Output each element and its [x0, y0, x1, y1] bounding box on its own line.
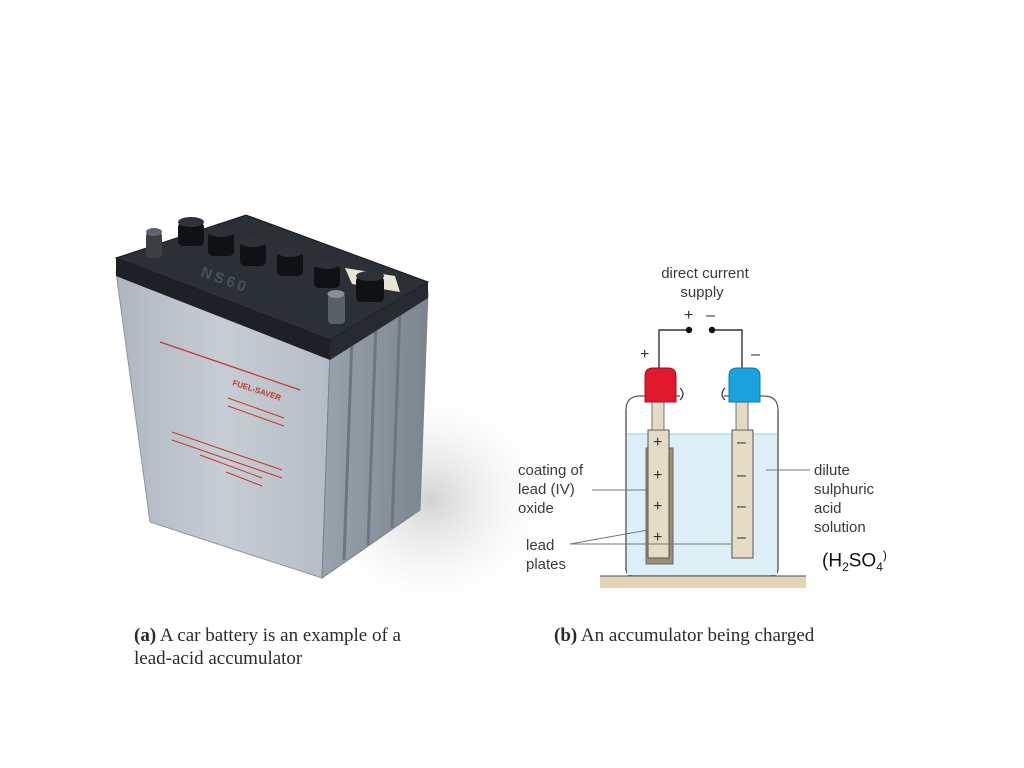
anode-plate-sign: + — [653, 498, 663, 515]
supply-label-line1: direct current — [661, 265, 749, 282]
caption-b-prefix: (b) — [554, 625, 578, 646]
cathode-cap — [728, 367, 761, 403]
acid-label-line3: acid — [814, 500, 842, 517]
supply-minus-sign: – — [706, 307, 715, 324]
circuit-wires — [658, 329, 743, 372]
cathode-plate-sign: – — [737, 498, 746, 515]
coating-label-line1: coating of — [518, 462, 584, 479]
anode-plate-sign: + — [653, 467, 663, 484]
caption-b: (b) An accumulator being charged — [554, 624, 854, 647]
battery-terminal-negative — [327, 290, 345, 324]
cathode-plate-sign: – — [737, 434, 746, 451]
anode-plate-sign: + — [653, 529, 663, 546]
battery-cell-caps — [178, 217, 384, 302]
caption-a-text: A car battery is an example of a lead-ac… — [134, 625, 401, 669]
coating-label-line3: oxide — [518, 500, 554, 517]
caption-a-prefix: (a) — [134, 625, 157, 646]
label-leaders — [569, 469, 810, 545]
cathode-plate-sign: – — [737, 467, 746, 484]
coating-label: coating of lead (IV) oxide — [518, 461, 583, 518]
acid-label-line4: solution — [814, 519, 866, 536]
coating-label-line2: lead (IV) — [518, 481, 575, 498]
acid-formula: (H2SO4) — [822, 548, 887, 575]
lead-plates-label-line2: plates — [526, 556, 567, 573]
lead-plates-label-line1: lead — [526, 537, 555, 554]
caption-a: (a) A car battery is an example of a lea… — [134, 624, 434, 670]
supply-label-line2: supply — [680, 284, 724, 301]
acid-label-line2: sulphuric — [814, 481, 875, 498]
cathode-plate-sign: – — [737, 529, 746, 546]
caption-b-text: An accumulator being charged — [577, 625, 815, 646]
anode-plate-sign: + — [653, 434, 663, 451]
supply-plus-sign: + — [684, 307, 694, 324]
lead-plates-label: lead plates — [526, 536, 566, 574]
supply-label: direct current supply — [655, 264, 755, 302]
anode-cap — [644, 367, 677, 403]
anode-sign: + — [640, 346, 650, 363]
acid-label-line1: dilute — [814, 462, 850, 479]
acid-solution-label: dilute sulphuric acid solution — [814, 461, 874, 537]
supply-terminal-negative — [708, 326, 716, 334]
battery-terminal-positive — [146, 228, 162, 258]
supply-terminal-positive — [685, 326, 693, 334]
bench — [600, 576, 806, 588]
cathode-sign: – — [751, 346, 760, 363]
